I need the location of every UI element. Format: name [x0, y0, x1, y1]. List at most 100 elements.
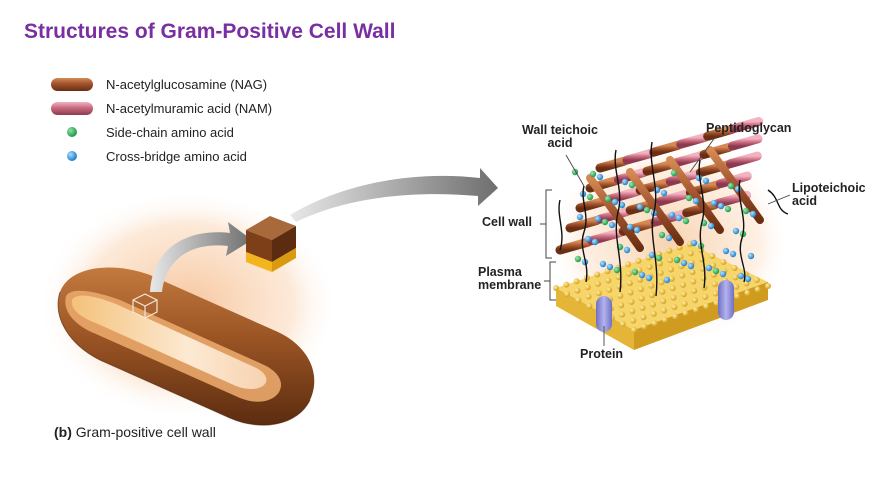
cross-bridge-ball [599, 260, 607, 268]
lipid-head [626, 280, 633, 287]
lipid-head [573, 278, 580, 285]
nag-segment [642, 159, 677, 176]
legend-label: N-acetylmuramic acid (NAM) [106, 100, 273, 116]
lipid-head [713, 299, 720, 306]
nam-segment [622, 148, 656, 165]
lipid-head [627, 289, 634, 296]
lipid-head [595, 290, 602, 297]
nag-segment [595, 156, 629, 173]
nam-cylinder-icon [51, 101, 93, 115]
cross-bridge-ball [626, 223, 634, 231]
side-chain-ball [655, 254, 663, 262]
side-chain-ball [712, 267, 720, 275]
lipid-head [585, 293, 592, 300]
nam-segment [730, 117, 764, 133]
lipid-head [575, 297, 582, 303]
cross-bridge-ball [638, 271, 646, 279]
cross-bridge-ball [618, 201, 626, 209]
lipid-head [660, 298, 667, 305]
lipid-head [681, 300, 688, 307]
nag-segment [555, 237, 593, 255]
cross-bridge-ball [737, 272, 745, 280]
lipid-head [616, 283, 623, 290]
side-chain-ball [589, 170, 597, 178]
lipid-head [671, 304, 678, 311]
teichoic-strand [558, 199, 563, 251]
cross-bridge-ball [729, 250, 737, 258]
side-chain-ball [604, 195, 612, 203]
nag-cylinder-icon [51, 77, 93, 91]
cross-bridge-ball [719, 270, 727, 278]
lipid-head [692, 297, 699, 304]
lipid-head [691, 287, 698, 294]
cell-wall-bracket [540, 189, 552, 259]
cell-wall-cube [246, 216, 296, 272]
caption-letter: (b) [54, 424, 72, 440]
lipid-head [640, 314, 647, 321]
cross-bridge-ball [747, 252, 755, 260]
lipid-head [680, 291, 687, 298]
wireframe-cube-marker [132, 293, 158, 319]
nag-segment [666, 156, 724, 234]
lipid-head [586, 303, 593, 309]
lipid-head [687, 250, 694, 257]
lipid-head [712, 290, 719, 297]
lipid-head [617, 292, 624, 299]
cross-bridge-ball [668, 211, 676, 219]
lipid-head [605, 277, 612, 284]
lipid-head [744, 289, 751, 296]
lipid-head [672, 313, 679, 320]
lipid-head [638, 295, 645, 302]
lipid-head [709, 253, 716, 259]
lipid-head [656, 260, 663, 267]
cross-bridge-ball [663, 276, 671, 284]
cross-bridge-ball [705, 264, 713, 272]
lipid-head [563, 281, 570, 288]
legend-item-nam: N-acetylmuramic acid (NAM) [50, 98, 272, 118]
arrow-to-detail-view [290, 168, 498, 222]
lipid-head [619, 311, 626, 318]
lipid-head [625, 270, 632, 277]
lipid-head [641, 323, 648, 330]
cross-bridge-ball [636, 203, 644, 211]
label-cell-wall: Cell wall [482, 215, 533, 229]
nag-segment [703, 124, 737, 141]
teichoic-strand [581, 185, 588, 283]
cross-bridge-ball [690, 239, 698, 247]
label-lipoteichoic-acid: Lipoteichoic acid [792, 182, 866, 208]
legend-label: Cross-bridge amino acid [106, 148, 247, 164]
lipid-head [661, 316, 668, 323]
legend-label: Side-chain amino acid [106, 124, 234, 140]
lipid-head [668, 275, 675, 282]
nam-segment [676, 132, 710, 149]
lipid-head [594, 271, 601, 278]
lipid-head [650, 310, 657, 317]
cross-bridge-ball-icon [67, 151, 77, 161]
cross-bridge-ball [687, 262, 695, 270]
lipid-head [631, 327, 637, 333]
side-chain-ball [685, 194, 693, 202]
cross-bridge-ball [717, 202, 725, 210]
teichoic-strand [767, 189, 789, 215]
side-chain-ball [682, 217, 690, 225]
lipid-head [658, 279, 665, 286]
side-chain-ball [586, 193, 594, 201]
nam-segment [605, 187, 642, 204]
lipid-head [630, 317, 637, 324]
cross-bridge-ball [702, 177, 710, 185]
nam-segment [671, 151, 706, 168]
lipid-head [639, 304, 646, 311]
legend-item-side-chain: Side-chain amino acid [50, 122, 234, 142]
side-chain-ball [643, 206, 651, 214]
label-wall-teichoic-acid: Wall teichoic acid [522, 124, 598, 150]
page-title: Structures of Gram-Positive Cell Wall [24, 20, 396, 43]
cross-bridge-ball [680, 259, 688, 267]
label-line: acid [792, 194, 818, 208]
lipid-head [666, 247, 673, 254]
lipid-head [733, 283, 740, 290]
lipid-head [553, 285, 559, 291]
nag-segment [706, 146, 764, 224]
lipid-head [702, 293, 709, 300]
lipid-head [619, 321, 626, 327]
